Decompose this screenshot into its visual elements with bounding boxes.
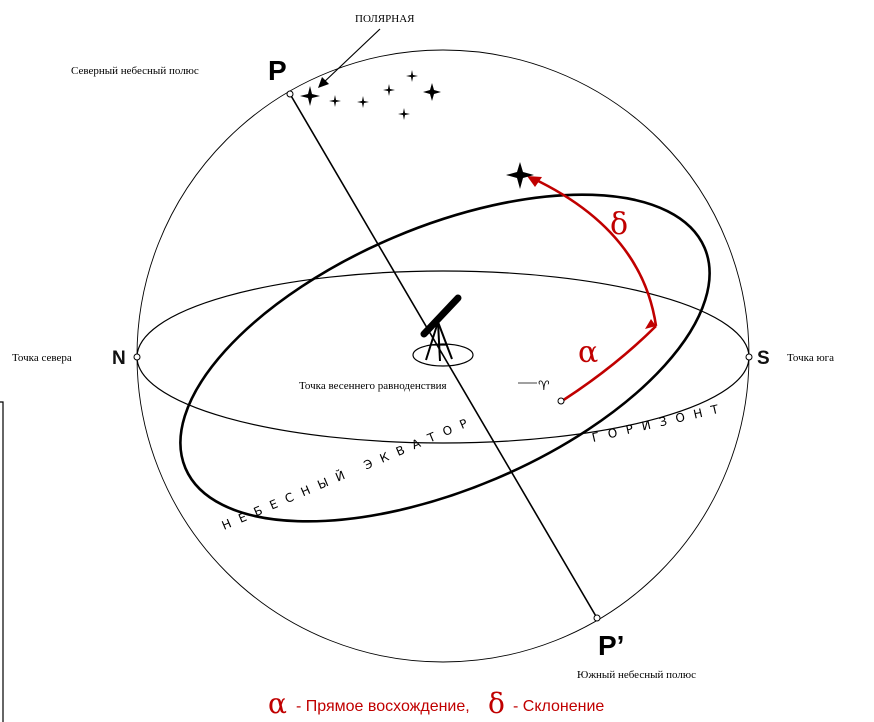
south-point-letter: S — [757, 348, 770, 369]
north-point-letter: N — [112, 348, 126, 369]
polaris-stars — [300, 70, 441, 120]
polaris-pointer — [322, 29, 380, 84]
left-frame-border — [0, 402, 3, 722]
vernal-equinox-symbol: ♈ — [538, 379, 550, 394]
target-star-icon — [506, 162, 534, 189]
legend: α - Прямое восхождение, δ - Склонение — [268, 687, 604, 720]
legend-alpha-symbol: α — [268, 687, 287, 720]
celestial-equator-label: НЕБЕСНЫЙ ЭКВАТОР — [219, 412, 478, 533]
star-icon — [423, 83, 441, 101]
north-pole-point — [287, 91, 293, 97]
legend-delta-text: - Склонение — [513, 698, 604, 715]
star-icon — [406, 70, 418, 82]
north-pole-caption: Северный небесный полюс — [71, 65, 199, 77]
south-pole-caption: Южный небесный полюс — [577, 669, 696, 681]
star-icon — [329, 95, 341, 107]
north-point-caption: Точка севера — [12, 352, 72, 364]
legend-alpha-text: - Прямое восхождение, — [296, 698, 470, 715]
legend-delta-symbol: δ — [488, 687, 505, 720]
polaris-label: ПОЛЯРНАЯ — [355, 13, 415, 25]
south-pole-point — [594, 615, 600, 621]
south-point-caption: Точка юга — [787, 352, 834, 364]
alpha-label: α — [578, 335, 598, 370]
delta-label: δ — [610, 207, 628, 242]
south-pole-letter: P’ — [598, 630, 624, 661]
star-icon — [383, 84, 395, 96]
world-axis — [290, 94, 597, 618]
polaris-star-icon — [300, 86, 320, 106]
north-pole-letter: P — [268, 55, 287, 86]
north-point-marker — [134, 354, 140, 360]
vernal-equinox-caption: Точка весеннего равноденствия — [299, 380, 447, 392]
star-icon — [398, 108, 410, 120]
vernal-equinox-point — [558, 398, 564, 404]
horizon-label: ГОРИЗОНТ — [591, 400, 729, 445]
star-icon — [357, 96, 369, 108]
south-point-marker — [746, 354, 752, 360]
